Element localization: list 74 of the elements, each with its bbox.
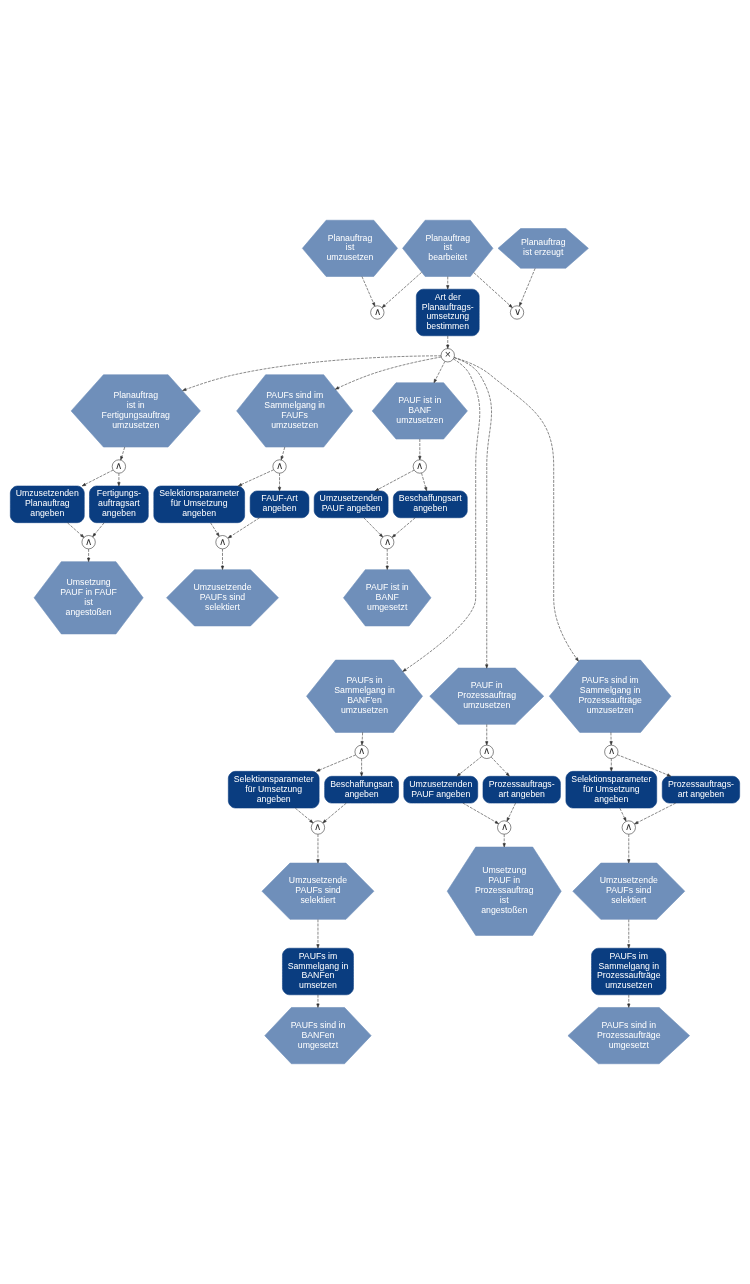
node-box: PAUFs im Sammelgang in BANFen umsetzen <box>282 947 354 996</box>
arrow <box>418 438 422 461</box>
arrow <box>316 754 356 772</box>
node-box: FAUF-Art angeben <box>249 490 310 518</box>
node-circle: ∧ <box>497 820 512 835</box>
arrow <box>385 548 389 570</box>
node-circle: ∧ <box>111 459 126 474</box>
arrow <box>627 834 631 864</box>
arrow <box>227 517 260 539</box>
node-circle: × <box>440 348 455 363</box>
arrow <box>502 834 506 848</box>
arrow <box>361 276 376 307</box>
arrow <box>182 355 442 391</box>
arrow <box>453 357 579 662</box>
arrow <box>280 446 286 461</box>
arrow <box>421 472 428 492</box>
arrow <box>473 272 513 308</box>
arrow <box>221 548 224 570</box>
node-box: Prozessauftrags- art angeben <box>661 776 740 804</box>
arrow <box>92 522 105 537</box>
arrow <box>627 994 631 1008</box>
node-circle: ∧ <box>412 459 427 474</box>
arrow <box>316 919 320 949</box>
arrow <box>360 732 364 746</box>
node-box: Prozessauftrags- art angeben <box>482 776 561 804</box>
arrow <box>87 548 91 562</box>
node-box: Fertigungs- auftragsart angeben <box>89 485 149 523</box>
arrow <box>609 732 613 746</box>
arrow <box>519 268 536 307</box>
arrow <box>81 469 114 487</box>
arrow <box>490 756 510 777</box>
node-circle: ∧ <box>354 744 369 759</box>
node-box: Umzusetzenden PAUF angeben <box>403 776 479 804</box>
arrow <box>402 358 481 672</box>
node-circle: ∧ <box>604 744 619 759</box>
arrow <box>278 473 282 492</box>
node-circle: ∧ <box>479 744 494 759</box>
arrow <box>238 469 274 487</box>
arrow <box>462 802 499 824</box>
arrow <box>120 446 126 461</box>
arrow <box>619 807 627 822</box>
node-box: Selektionsparameter für Umsetzung angeben <box>228 771 320 809</box>
arrow <box>316 834 320 864</box>
arrow <box>360 758 364 777</box>
arrow <box>446 335 450 349</box>
node-box: Selektionsparameter für Umsetzung angeben <box>565 771 657 809</box>
arrow <box>316 994 320 1008</box>
arrow <box>295 807 314 824</box>
arrow <box>634 802 676 825</box>
node-circle: ∧ <box>272 459 287 474</box>
arrow <box>322 802 347 824</box>
arrow <box>117 473 121 487</box>
arrow <box>485 724 489 746</box>
arrow <box>617 754 672 777</box>
arrow <box>381 272 422 308</box>
node-box: Beschaffungsart angeben <box>393 490 468 518</box>
arrow <box>67 522 85 538</box>
arrow <box>391 517 416 538</box>
arrow <box>335 356 442 390</box>
arrow <box>446 276 450 290</box>
arrow <box>627 919 631 949</box>
node-box: PAUFs im Sammelgang in Prozessaufträge umzusetzen <box>591 947 667 996</box>
node-box: Art der Planauftrags- umsetzung bestimmen <box>416 288 480 337</box>
node-box: Umzusetzenden Planauftrag angeben <box>10 485 85 523</box>
arrow <box>363 517 383 538</box>
node-circle: ∧ <box>621 820 636 835</box>
arrow <box>609 758 613 772</box>
arrow <box>433 361 446 384</box>
node-box: Beschaffungsart angeben <box>324 776 399 804</box>
arrow <box>506 802 516 822</box>
node-box: Umzusetzenden PAUF angeben <box>313 490 389 518</box>
arrow <box>456 756 482 777</box>
arrow <box>210 522 220 537</box>
arrow <box>374 469 415 492</box>
